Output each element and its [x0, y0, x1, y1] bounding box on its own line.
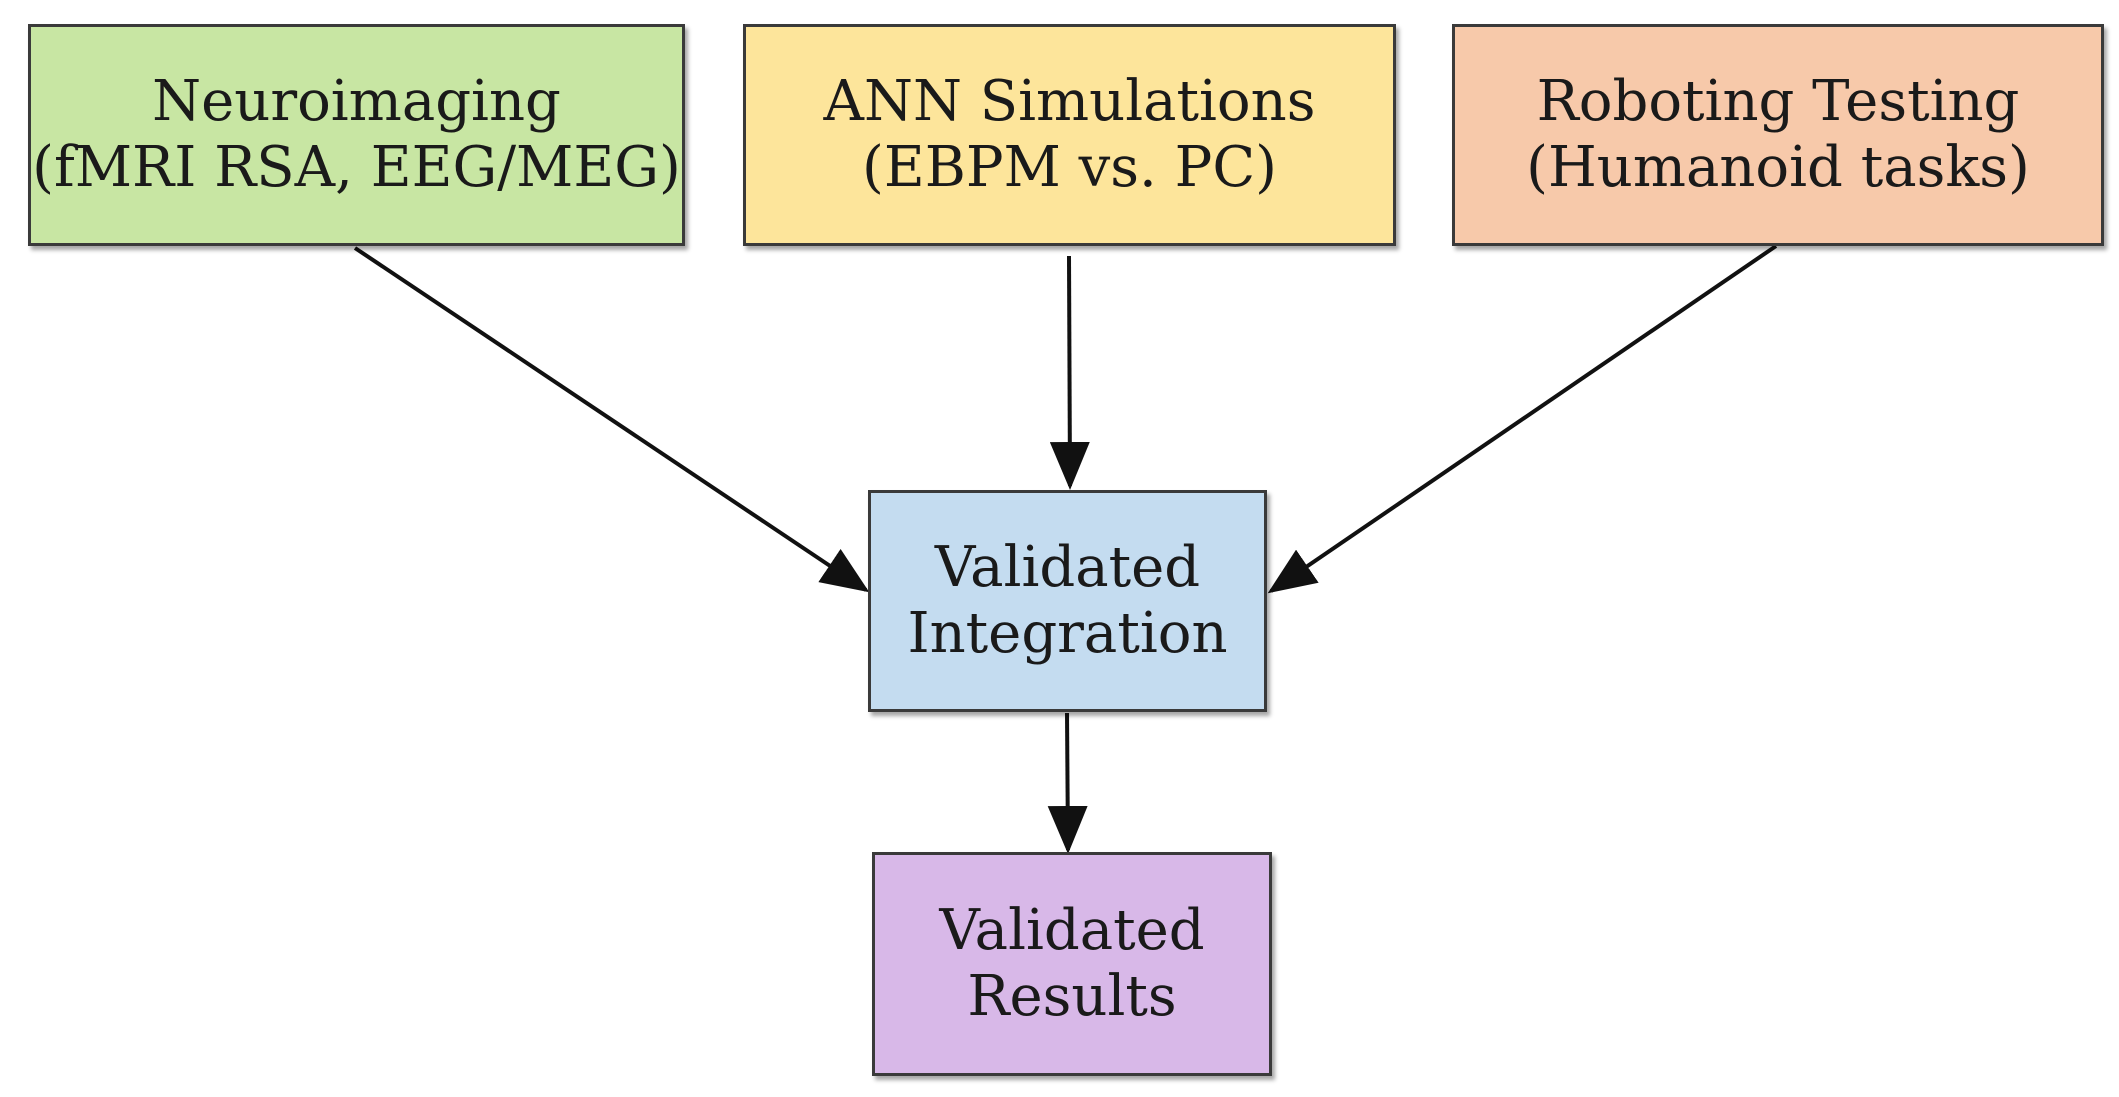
roboting-testing-subtitle: (Humanoid tasks) — [1526, 135, 2030, 200]
ann-simulations-subtitle: (EBPM vs. PC) — [861, 135, 1278, 200]
validated-results-line1: Validated — [939, 897, 1205, 963]
arrow-integration-to-results — [1047, 712, 1088, 854]
arrow-neuroimaging-to-integration — [353, 246, 870, 593]
arrow-robot-to-integration — [1267, 244, 1778, 594]
validated-integration-line2: Integration — [907, 601, 1228, 666]
roboting-testing-box: Roboting Testing (Humanoid tasks) — [1452, 24, 2104, 246]
neuroimaging-title: Neuroimaging — [152, 68, 561, 134]
validated-results-line2: Results — [967, 964, 1177, 1029]
arrow-ann-to-integration — [1049, 255, 1090, 490]
neuroimaging-subtitle: (fMRI RSA, EEG/MEG) — [32, 135, 681, 200]
validated-results-box: Validated Results — [872, 852, 1272, 1076]
neuroimaging-box: Neuroimaging (fMRI RSA, EEG/MEG) — [28, 24, 685, 246]
validated-integration-line1: Validated — [934, 534, 1201, 600]
validated-integration-box: Validated Integration — [868, 490, 1267, 712]
ann-simulations-title: ANN Simulations — [823, 68, 1316, 134]
ann-simulations-box: ANN Simulations (EBPM vs. PC) — [743, 24, 1396, 246]
roboting-testing-title: Roboting Testing — [1536, 68, 2020, 134]
